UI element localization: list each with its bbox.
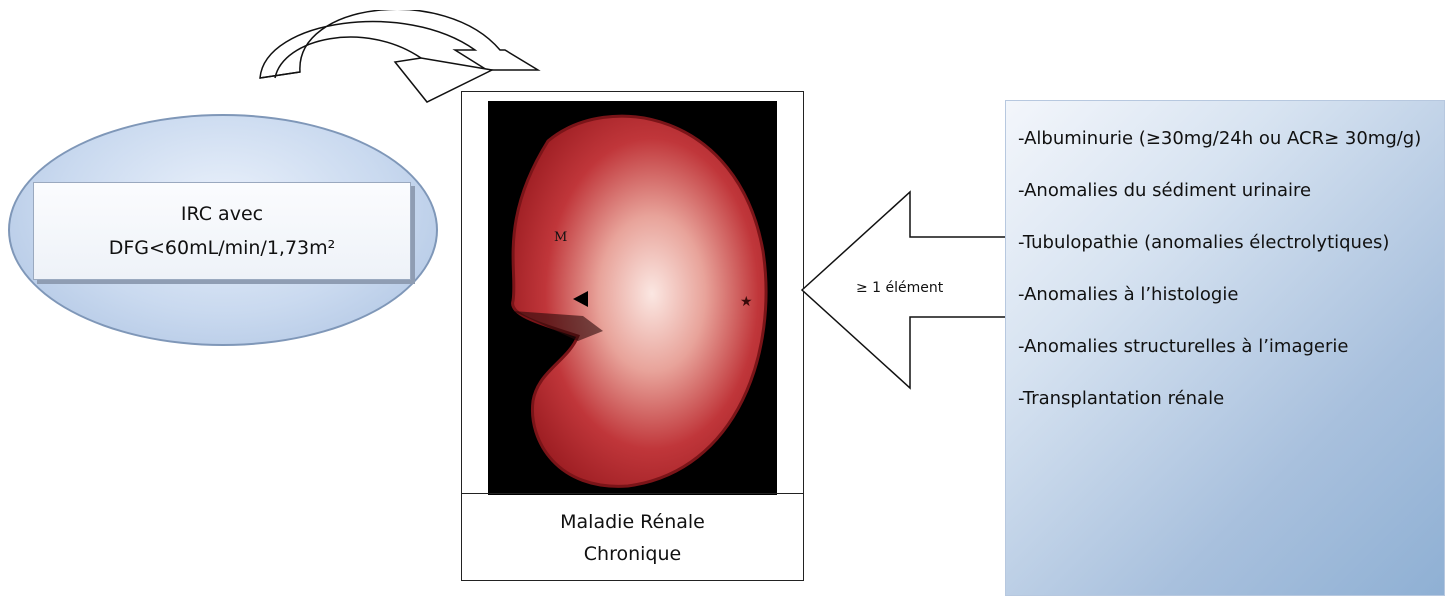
irc-definition-box: IRC avec DFG<60mL/min/1,73m² <box>33 182 411 280</box>
irc-line-1: IRC avec <box>181 197 263 231</box>
criterion-imaging: -Anomalies structurelles à l’imagerie <box>1018 331 1434 363</box>
kidney-caption: Maladie Rénale Chronique <box>461 493 804 581</box>
criteria-panel: -Albuminurie (≥30mg/24h ou ACR≥ 30mg/g) … <box>1005 100 1445 596</box>
irc-line-2: DFG<60mL/min/1,73m² <box>109 231 336 265</box>
m-label: M <box>554 230 567 245</box>
criterion-albuminuria: -Albuminurie (≥30mg/24h ou ACR≥ 30mg/g) <box>1018 123 1434 155</box>
arrow-label: ≥ 1 élément <box>856 280 943 296</box>
kidney-illustration: M ★ <box>488 101 777 495</box>
criterion-sediment: -Anomalies du sédiment urinaire <box>1018 175 1434 207</box>
caption-line-1: Maladie Rénale <box>560 506 705 538</box>
star-mark: ★ <box>740 294 753 310</box>
criterion-tubulopathy: -Tubulopathie (anomalies électrolytiques… <box>1018 227 1434 259</box>
caption-line-2: Chronique <box>584 538 681 570</box>
criterion-histology: -Anomalies à l’histologie <box>1018 279 1434 311</box>
kidney-photo: M ★ <box>488 101 777 495</box>
criterion-transplant: -Transplantation rénale <box>1018 383 1434 415</box>
